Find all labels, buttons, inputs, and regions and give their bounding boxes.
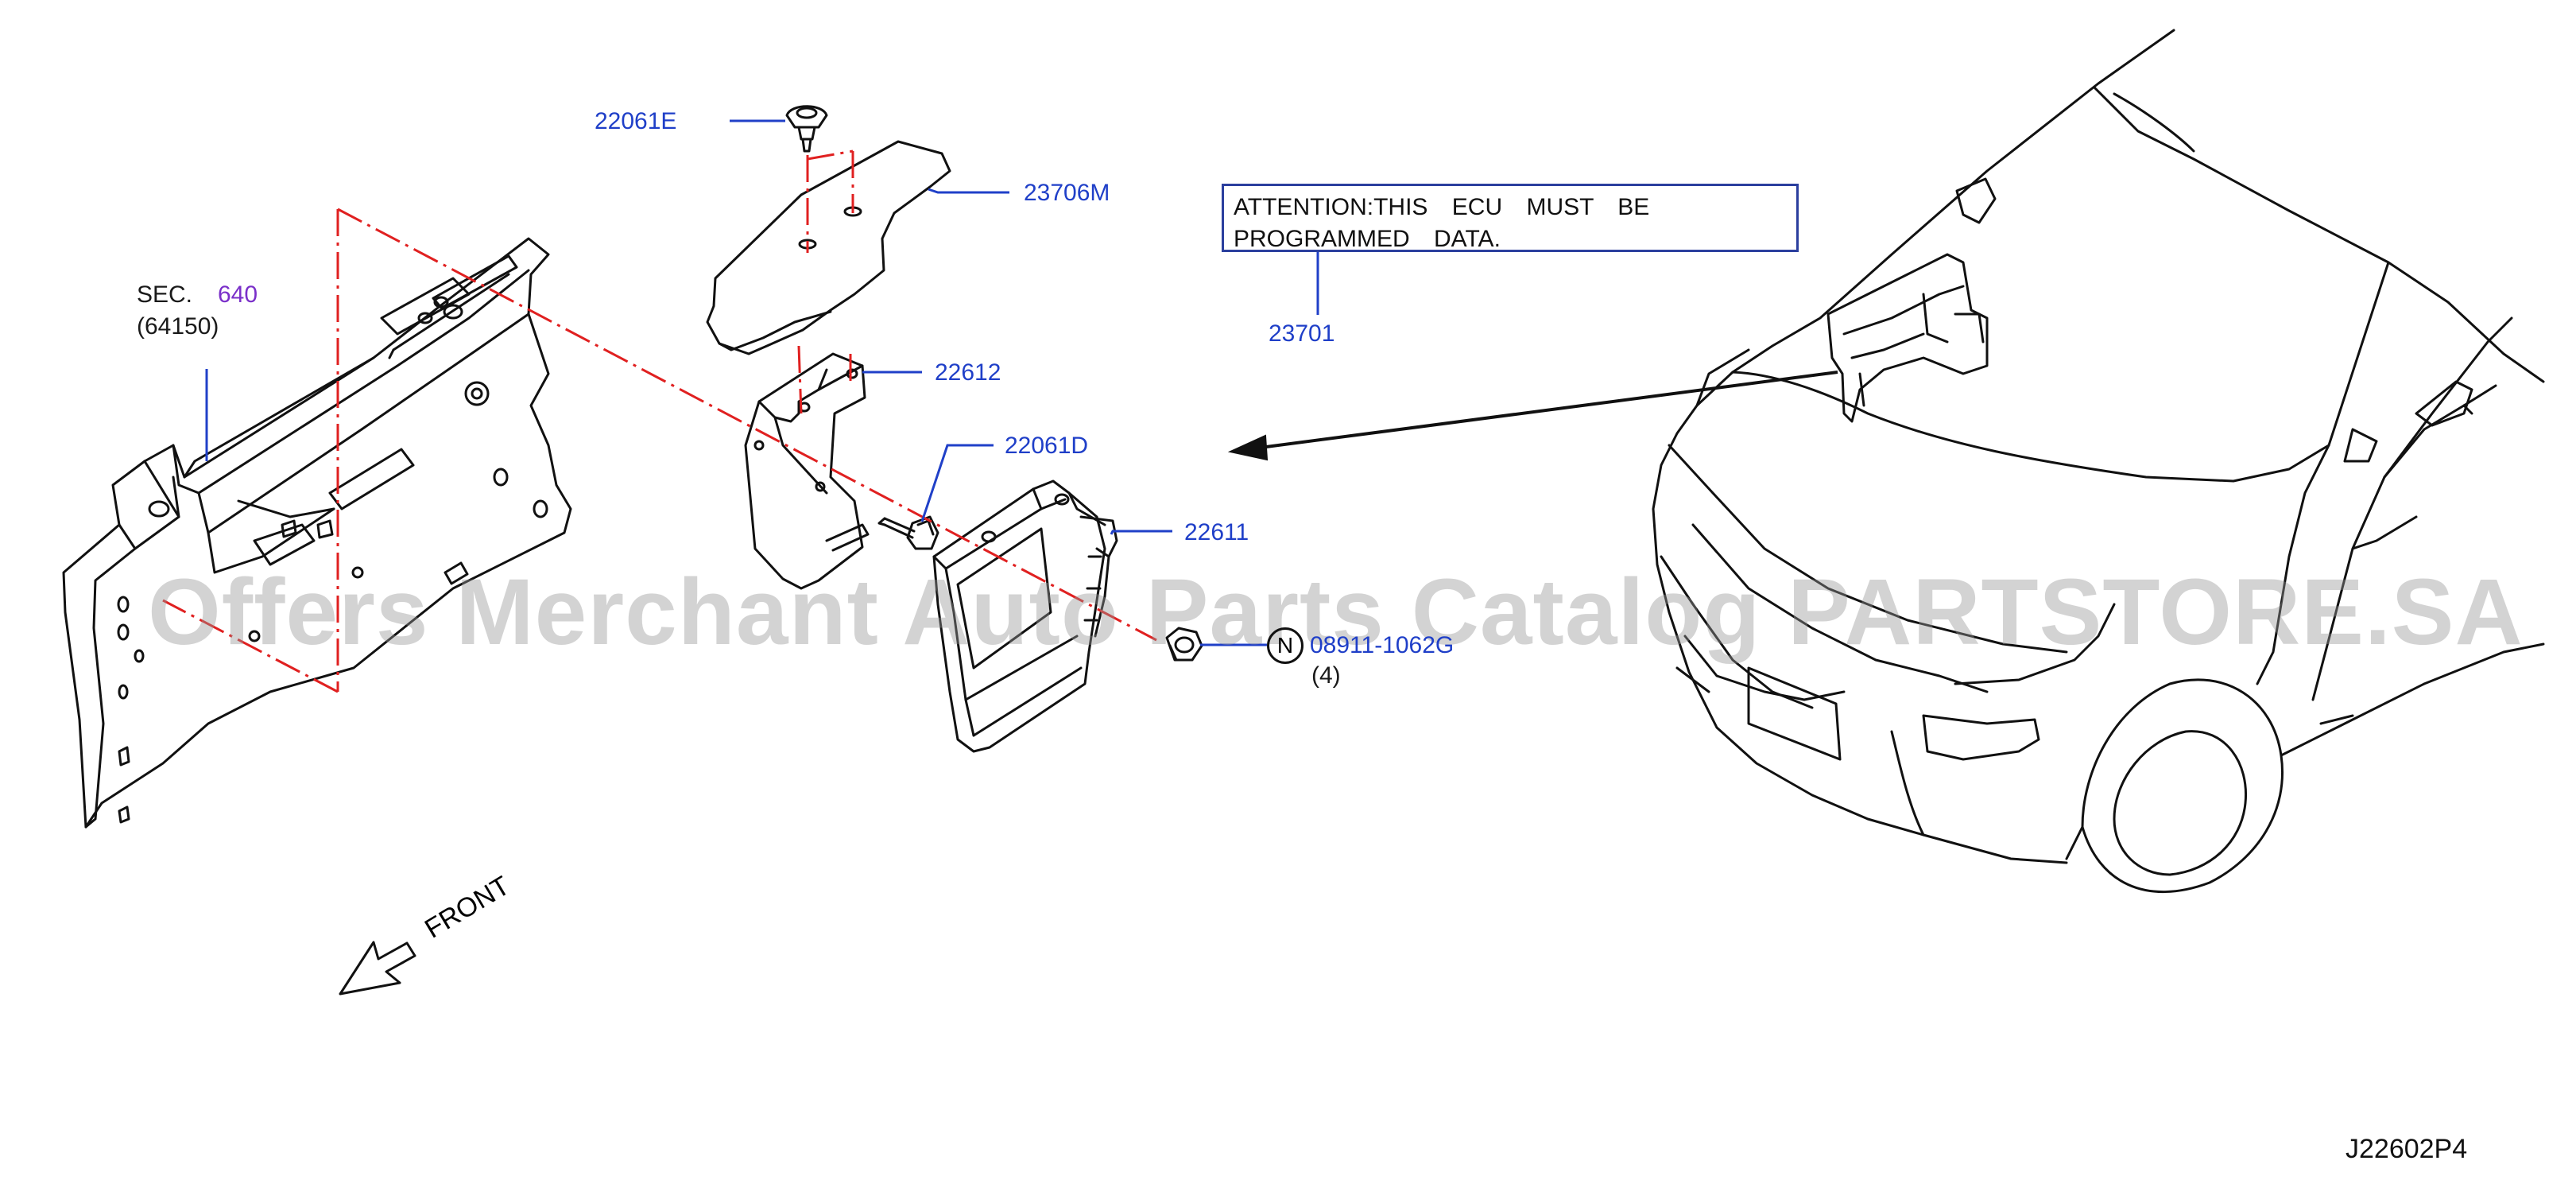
leader-22061d	[920, 444, 994, 522]
front-arrow	[339, 941, 416, 996]
n-marker-circle: N	[1267, 627, 1303, 664]
sec-640-link[interactable]: 640	[218, 281, 258, 308]
part-22061e-link[interactable]: 22061E	[595, 108, 677, 134]
clip-22061e	[785, 105, 828, 153]
part-22611-link[interactable]: 22611	[1184, 519, 1249, 545]
part-22612-link[interactable]: 22612	[935, 359, 1001, 386]
part-08911-link[interactable]: 08911-1062G	[1310, 632, 1455, 658]
vehicle-outline	[1652, 29, 2545, 894]
part-23701-link[interactable]: 23701	[1269, 320, 1335, 347]
bolt-22061d	[877, 515, 939, 550]
attention-note-line-1: ATTENTION:THIS ECU MUST BE	[1234, 194, 1650, 220]
n-marker-text: N	[1276, 633, 1294, 658]
center-line-ecu	[337, 208, 1157, 642]
leader-23706m	[928, 188, 1009, 194]
attention-note-line-2: PROGRAMMED DATA.	[1234, 226, 1501, 252]
part-22061d-link[interactable]: 22061D	[1005, 433, 1089, 459]
sec-prefix: SEC.	[137, 281, 193, 308]
attention-note-box: ATTENTION:THIS ECU MUST BE PROGRAMMED DA…	[1222, 184, 1799, 252]
dash-side-panel	[62, 237, 572, 829]
center-line-frame-bottom	[162, 599, 339, 693]
leader-22611	[1110, 530, 1172, 535]
ecu-cover-23706m	[706, 140, 951, 355]
location-arrow	[1247, 371, 1838, 451]
part-23706m-link[interactable]: 23706M	[1024, 180, 1110, 206]
sec-subcode: (64150)	[137, 313, 219, 340]
watermark-text: Offers Merchant Auto Parts Catalog PARTS…	[148, 560, 2524, 665]
ecu-bracket-22612	[744, 352, 870, 590]
part-08911-quantity: (4)	[1311, 662, 1341, 689]
diagram-code: J22602P4	[2346, 1134, 2468, 1164]
